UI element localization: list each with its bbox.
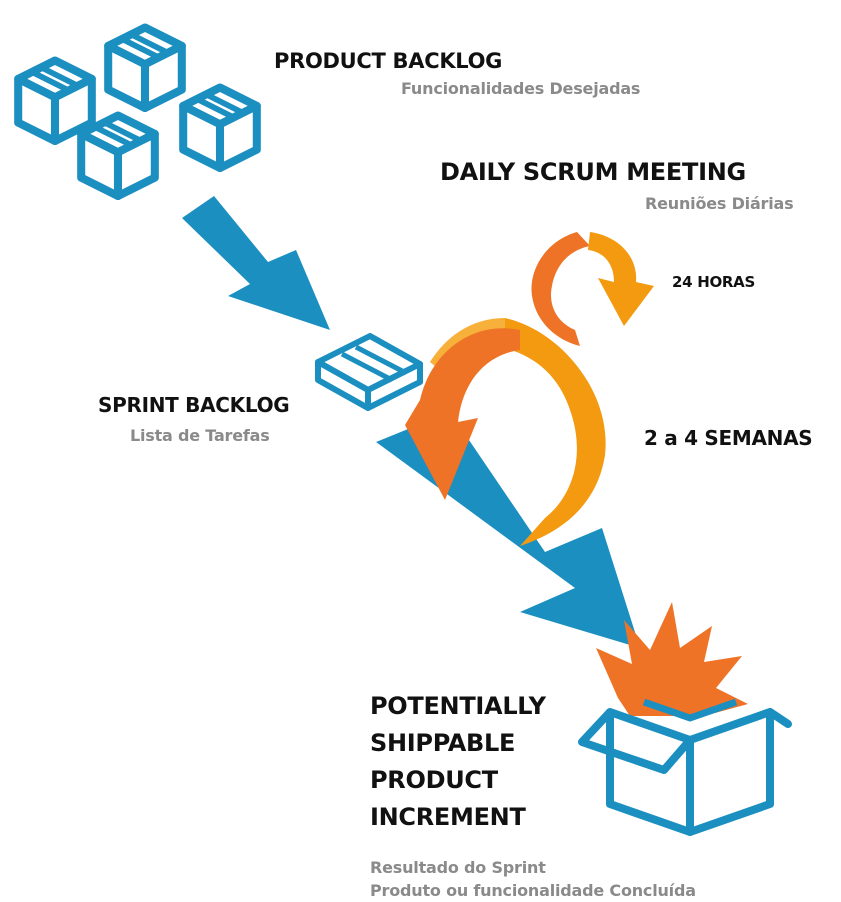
sprint-backlog-box (315, 333, 423, 411)
product-backlog-boxes (18, 28, 257, 197)
increment-title: POTENTIALLY SHIPPABLE PRODUCT INCREMENT (370, 688, 546, 836)
box-icon (18, 61, 92, 142)
increment-title-line: SHIPPABLE (370, 729, 516, 757)
open-box-icon (578, 698, 792, 836)
burst-icon (596, 602, 748, 716)
sprint-cycle-arrow (405, 318, 606, 546)
box-icon (108, 28, 182, 109)
daily-scrum-subtitle: Reuniões Diárias (645, 194, 794, 213)
box-icon (183, 88, 257, 169)
sprint-backlog-title: SPRINT BACKLOG (98, 393, 290, 417)
sprint-cycle-duration: 2 a 4 SEMANAS (644, 426, 813, 450)
cycle-arrow-left (405, 328, 520, 500)
increment-title-line: INCREMENT (370, 803, 526, 831)
increment-subtitle: Resultado do Sprint Produto ou funcional… (370, 856, 696, 902)
product-backlog-title: PRODUCT BACKLOG (274, 49, 503, 73)
increment-subtitle-line: Resultado do Sprint (370, 858, 546, 877)
increment-subtitle-line: Produto ou funcionalidade Concluída (370, 881, 696, 900)
daily-cycle-arrow (531, 232, 654, 346)
daily-scrum-duration: 24 HORAS (672, 273, 755, 291)
box-icon (81, 116, 155, 197)
product-backlog-subtitle: Funcionalidades Desejadas (401, 79, 641, 98)
daily-scrum-title: DAILY SCRUM MEETING (440, 158, 746, 186)
increment-title-line: PRODUCT (370, 766, 498, 794)
sprint-backlog-subtitle: Lista de Tarefas (130, 426, 270, 445)
increment-title-line: POTENTIALLY (370, 692, 546, 720)
flow-arrow-to-sprint (182, 196, 330, 330)
